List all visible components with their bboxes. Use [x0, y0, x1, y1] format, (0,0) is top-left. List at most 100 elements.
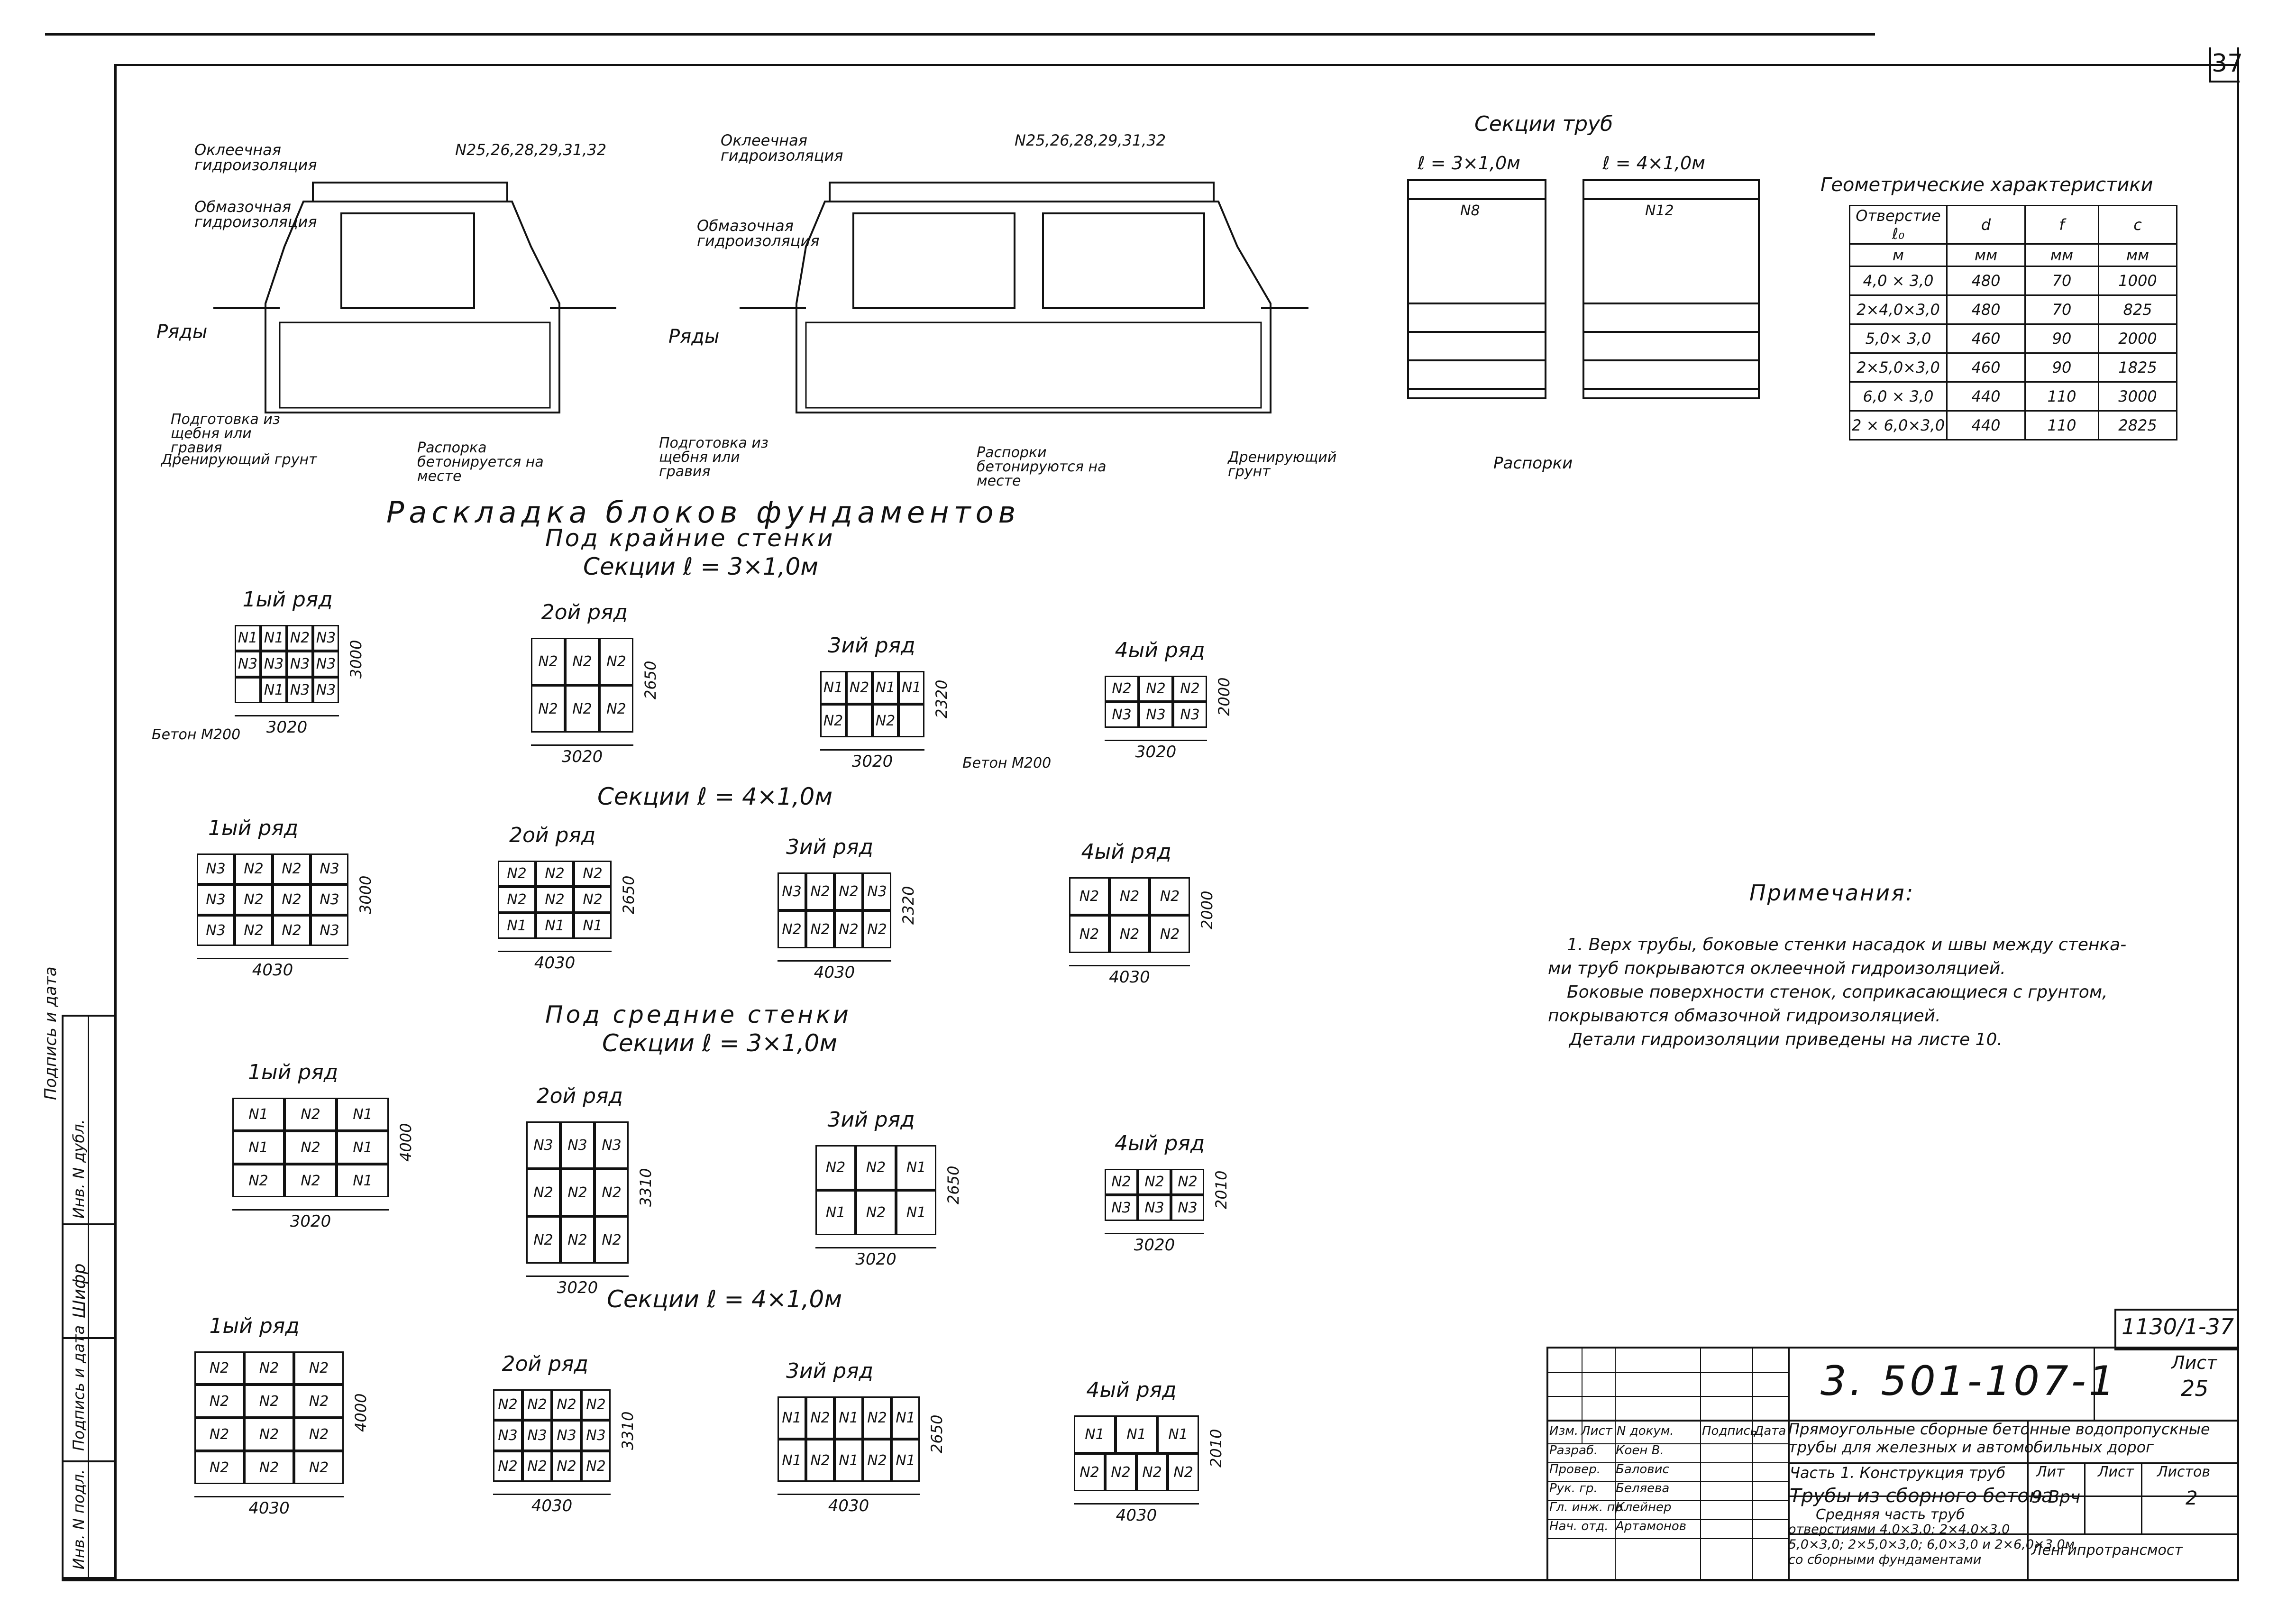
foundation-block: N2 — [806, 1396, 834, 1439]
block-height-dim: 2320 — [933, 679, 951, 718]
foundation-block: N2 — [294, 1385, 344, 1418]
foundation-block: N2 — [856, 1190, 896, 1235]
pipe-section-3-label: ℓ = 3×1,0м — [1418, 153, 1520, 174]
foundation-block: N2 — [284, 1131, 337, 1164]
tb-lit: Лит — [2036, 1464, 2065, 1480]
foundation-block: N2 — [284, 1164, 337, 1197]
foundation-block: N3 — [1139, 702, 1173, 728]
foundation-block: N2 — [1105, 676, 1139, 702]
foundation-block: N2 — [1105, 1453, 1136, 1491]
foundation-block: N2 — [194, 1385, 244, 1418]
row-title: 2ой ряд — [536, 1084, 623, 1108]
geometry-cell: 1000 — [2098, 266, 2177, 296]
foundation-block — [846, 704, 872, 737]
tb-col-header: Подпись — [1702, 1424, 1757, 1438]
geometry-cell: 440 — [1946, 410, 2026, 440]
tb-title-1: Прямоугольные сборные бетонные водопропу… — [1788, 1420, 2210, 1438]
block-width-dim: 4030 — [197, 958, 348, 978]
foundation-block: N2 — [1109, 877, 1150, 915]
foundation-block: N2 — [244, 1351, 294, 1385]
foundation-block: N3 — [311, 915, 348, 946]
right-section-body — [796, 201, 1271, 413]
foundation-block: N3 — [287, 677, 313, 703]
block-width-dim: 3020 — [526, 1275, 629, 1296]
left-section-opening — [340, 212, 475, 309]
foundation-block: N2 — [872, 704, 898, 737]
tb-staff-name: Артамонов — [1616, 1519, 1687, 1533]
pipe-section-4-label: ℓ = 4×1,0м — [1602, 153, 1705, 174]
foundation-block: N1 — [498, 913, 536, 939]
geometry-unit: мм — [2098, 243, 2177, 267]
foundation-block: N2 — [1139, 676, 1173, 702]
foundation-block: N3 — [261, 651, 287, 677]
foundation-block: N2 — [244, 1418, 294, 1451]
left-section-cap — [312, 182, 508, 202]
notes-line-3: Боковые поверхности стенок, соприкасающи… — [1567, 982, 2108, 1002]
foundation-block: N2 — [244, 1385, 294, 1418]
row-title: 3ий ряд — [828, 633, 915, 658]
foundation-block: N1 — [232, 1131, 284, 1164]
label-glued-l: Оклеечная гидроизоляция — [194, 141, 317, 174]
geometry-cell: 2×4,0×3,0 — [1849, 294, 1948, 325]
block-width-dim: 3020 — [820, 749, 924, 770]
row-title: 3ий ряд — [786, 835, 873, 859]
geometry-cell: 70 — [2024, 266, 2099, 296]
foundation-block: N3 — [595, 1121, 629, 1169]
foundation-block: N2 — [778, 910, 806, 948]
foundation-block: N3 — [313, 625, 339, 651]
foundation-block: N2 — [526, 1216, 560, 1264]
block-height-dim: 4000 — [397, 1123, 415, 1162]
foundation-block: N2 — [1074, 1453, 1105, 1491]
tb-staff-role: Рук. гр. — [1549, 1481, 1598, 1496]
geometry-cell: 2825 — [2098, 410, 2177, 440]
foundation-block: N3 — [235, 651, 261, 677]
foundation-block: N1 — [536, 913, 574, 939]
tb-staff-name: Клейнер — [1616, 1500, 1672, 1514]
foundation-block: N1 — [261, 677, 287, 703]
foundation-block: N3 — [522, 1420, 552, 1451]
label-prep-r: Подготовка из щебня или гравия — [659, 435, 768, 480]
row-title: 1ый ряд — [242, 587, 333, 612]
foundation-block: N3 — [311, 853, 348, 884]
geometry-cell: 2000 — [2098, 323, 2177, 354]
foundation-block: N2 — [536, 887, 574, 913]
frame-right — [2237, 47, 2239, 1581]
label-drain-r: Дренирующий грунт — [1228, 449, 1337, 480]
foundation-block: N3 — [197, 853, 235, 884]
foundation-block: N2 — [815, 1145, 856, 1190]
block-width-dim: 3020 — [531, 744, 633, 765]
pipe-mark-n8: N8 — [1460, 202, 1480, 219]
tb-col-header: N докум. — [1617, 1424, 1674, 1438]
sec-4-middle: Секции ℓ = 4×1,0м — [607, 1285, 842, 1313]
geometry-unit: мм — [2024, 243, 2099, 267]
foundation-block: N2 — [194, 1451, 244, 1484]
right-section-opening-a — [852, 212, 1015, 309]
tb-desc-3: 5,0×3,0; 2×5,0×3,0; 6,0×3,0 и 2×6,0×3,0м — [1788, 1537, 2075, 1552]
foundation-block: N2 — [1171, 1169, 1204, 1195]
block-height-dim: 3310 — [619, 1411, 637, 1450]
foundation-block: N2 — [1136, 1453, 1168, 1491]
foundation-block: N2 — [287, 625, 313, 651]
row-title: 2ой ряд — [509, 823, 596, 847]
label-rows-l: Ряды — [156, 321, 208, 343]
foundation-block: N3 — [863, 872, 891, 910]
foundation-block: N2 — [522, 1389, 552, 1420]
foundation-block: N3 — [526, 1121, 560, 1169]
foundation-block: N1 — [896, 1145, 936, 1190]
tb-desc-2: отверстиями 4,0×3,0; 2×4,0×3,0 — [1788, 1522, 2010, 1537]
geometry-col: d — [1946, 205, 2026, 245]
foundation-block: N3 — [778, 872, 806, 910]
concrete-label-1: Бетон М200 — [152, 726, 241, 743]
notes-line-1: 1. Верх трубы, боковые стенки насадок и … — [1567, 935, 2127, 954]
foundation-block: N2 — [1150, 915, 1190, 953]
foundation-block: N2 — [574, 861, 612, 887]
block-height-dim: 2650 — [620, 875, 638, 914]
foundation-block: N1 — [820, 671, 846, 704]
foundation-block: N2 — [595, 1169, 629, 1216]
row-title: 1ый ряд — [248, 1060, 338, 1084]
tb-org: Ленгипротрансмост — [2031, 1542, 2183, 1559]
foundation-block: N2 — [599, 638, 633, 685]
block-width-dim: 3020 — [815, 1247, 936, 1267]
